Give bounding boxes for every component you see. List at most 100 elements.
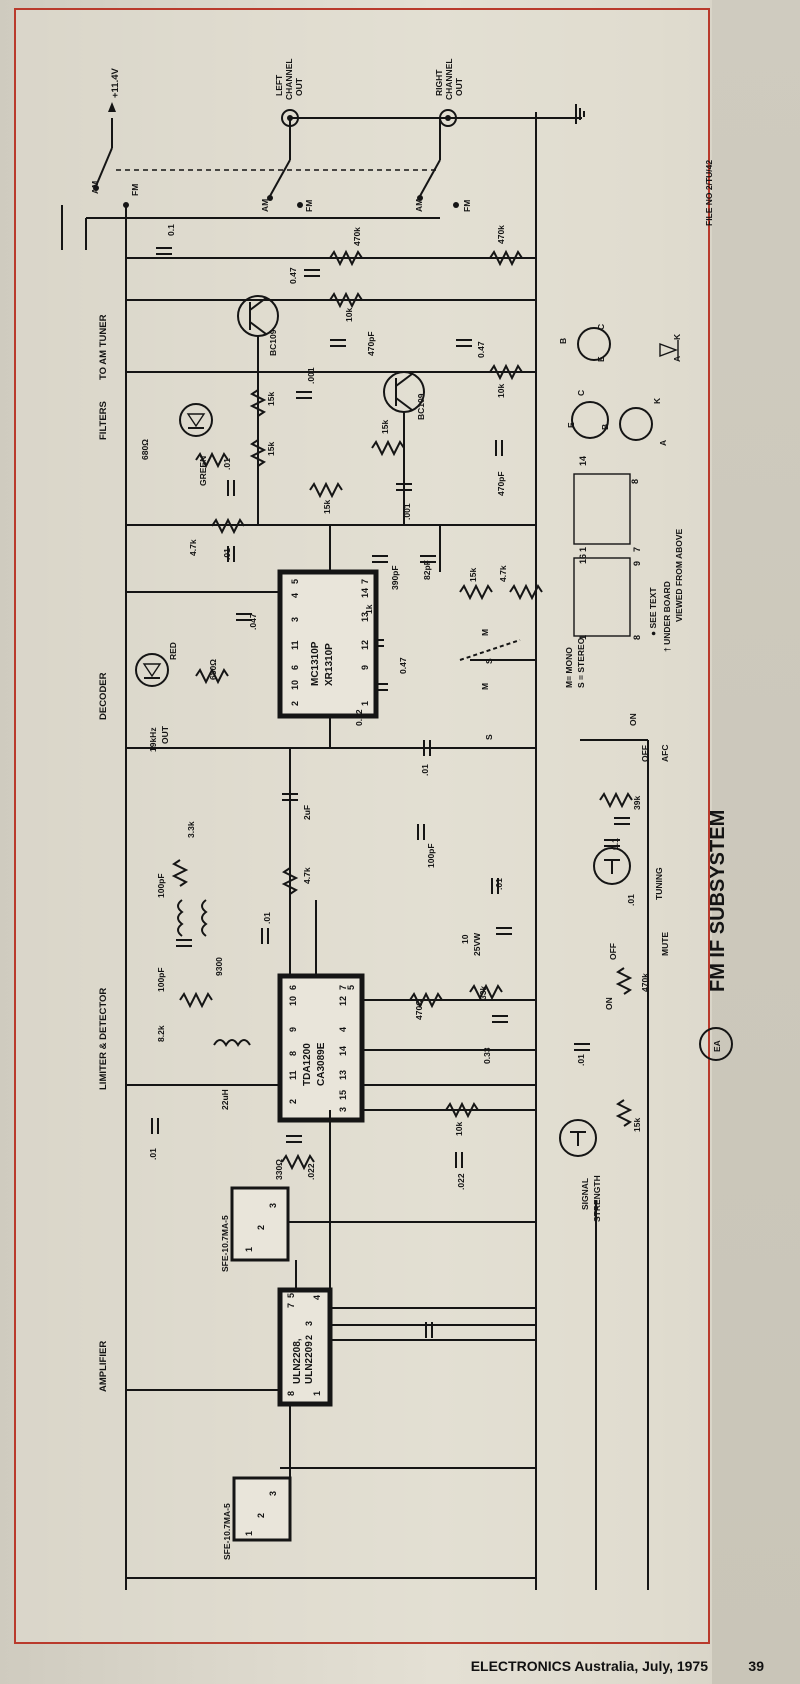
svg-text:3: 3: [268, 1203, 278, 1208]
svg-text:1: 1: [244, 1247, 254, 1252]
svg-text:100pF: 100pF: [156, 873, 166, 898]
tuning-meter: [593, 847, 631, 885]
label-supply: +11.4V: [110, 67, 121, 98]
svg-text:15k: 15k: [468, 568, 478, 582]
filter-name-1: SFE-10.7MA-5: [220, 1215, 230, 1272]
svg-text:330Ω: 330Ω: [274, 1159, 284, 1180]
svg-text:E: E: [566, 422, 576, 428]
red-led: [135, 653, 169, 687]
svg-text:4.7k: 4.7k: [188, 539, 198, 556]
svg-text:2: 2: [304, 1335, 314, 1340]
svg-text:12: 12: [360, 640, 370, 650]
decoder-ic: [277, 569, 379, 719]
svg-text:1: 1: [312, 1391, 322, 1396]
svg-text:STRENGTH: STRENGTH: [592, 1175, 602, 1222]
svg-text:2: 2: [290, 701, 300, 706]
svg-text:4: 4: [338, 1027, 348, 1032]
label-left-out-1: LEFT: [274, 74, 284, 96]
svg-text:4: 4: [290, 593, 300, 598]
svg-text:6: 6: [290, 665, 300, 670]
svg-text:680Ω: 680Ω: [140, 439, 150, 460]
label-right-out-3: OUT: [454, 77, 464, 96]
left-channel-jack: [281, 109, 299, 127]
amplifier-ic-name-1: ULN2208,: [292, 1338, 303, 1384]
diagram-title: FM IF SUBSYSTEM: [707, 810, 729, 992]
svg-text:1: 1: [578, 635, 588, 640]
svg-text:2: 2: [288, 1099, 298, 1104]
svg-text:14: 14: [578, 456, 588, 466]
svg-text:5: 5: [346, 985, 356, 990]
svg-text:15k: 15k: [380, 420, 390, 434]
svg-text:470k: 470k: [496, 225, 506, 244]
svg-text:RED: RED: [168, 642, 178, 660]
svg-text:2: 2: [256, 1513, 266, 1518]
svg-text:100pF: 100pF: [156, 967, 166, 992]
svg-text:15k: 15k: [632, 1118, 642, 1132]
svg-text:10: 10: [460, 934, 470, 944]
svg-text:15k: 15k: [266, 442, 276, 456]
svg-text:B: B: [558, 338, 568, 344]
svg-text:M: M: [480, 683, 490, 690]
svg-text:8: 8: [288, 1051, 298, 1056]
svg-text:OFF: OFF: [608, 943, 618, 960]
svg-text:3.3k: 3.3k: [186, 821, 196, 838]
label-filters: FILTERS: [98, 401, 109, 440]
am-fm-switches: [93, 102, 459, 208]
svg-text:● SEE TEXT: ● SEE TEXT: [648, 587, 658, 636]
svg-text:8.2k: 8.2k: [156, 1025, 166, 1042]
svg-text:14: 14: [360, 588, 370, 598]
svg-text:M: M: [480, 629, 490, 636]
page-footer: ELECTRONICS Australia, July, 1975 39: [0, 1652, 800, 1684]
svg-text:BC109: BC109: [416, 393, 426, 420]
resistors: [171, 249, 633, 1171]
svg-text:B: B: [600, 424, 610, 430]
svg-text:16: 16: [578, 554, 588, 564]
svg-text:1: 1: [360, 701, 370, 706]
svg-text:15k: 15k: [322, 500, 332, 514]
svg-text:.01: .01: [148, 1148, 158, 1160]
svg-text:9: 9: [632, 561, 642, 566]
label-left-out-2: CHANNEL: [284, 58, 294, 100]
svg-text:0.47: 0.47: [398, 657, 408, 674]
svg-text:19kHz: 19kHz: [148, 727, 158, 752]
label-left-out-3: OUT: [294, 77, 304, 96]
svg-text:5: 5: [290, 579, 300, 584]
svg-text:3: 3: [268, 1491, 278, 1496]
svg-text:M= MONO: M= MONO: [564, 647, 574, 688]
svg-text:3: 3: [290, 617, 300, 622]
label-to-am-tuner: TO AM TUNER: [98, 314, 109, 380]
svg-text:S: S: [484, 658, 494, 664]
page-number: 39: [748, 1658, 764, 1674]
svg-text:C: C: [576, 390, 586, 396]
label-right-out-1: RIGHT: [434, 69, 444, 96]
svg-text:8: 8: [286, 1391, 296, 1396]
limiter-ic-name-2: CA3089E: [316, 1042, 327, 1086]
svg-text:2: 2: [256, 1225, 266, 1230]
ceramic-filter-2: [232, 1476, 292, 1542]
svg-text:.01: .01: [576, 1054, 586, 1066]
svg-text:GREEN: GREEN: [198, 456, 208, 486]
svg-text:BC109: BC109: [268, 329, 278, 356]
svg-text:14: 14: [338, 1046, 348, 1056]
svg-text:8: 8: [630, 479, 640, 484]
svg-text:S: S: [484, 734, 494, 740]
svg-text:7: 7: [338, 985, 348, 990]
svg-text:TUNING: TUNING: [654, 867, 664, 900]
svg-text:.01: .01: [494, 878, 504, 890]
adjacent-page-edge: [712, 0, 800, 1684]
ceramic-filter-1: [230, 1186, 290, 1262]
svg-text:† UNDER BOARD: † UNDER BOARD: [662, 581, 672, 652]
amplifier-ic: [277, 1287, 333, 1407]
label-sw-fm-3: FM: [462, 200, 472, 212]
svg-text:.01: .01: [626, 894, 636, 906]
svg-text:1: 1: [578, 547, 588, 552]
svg-text:470pF: 470pF: [366, 331, 376, 356]
svg-text:680Ω: 680Ω: [208, 659, 218, 680]
svg-text:S = STEREO: S = STEREO: [576, 637, 586, 688]
label-sw-fm-2: FM: [304, 200, 314, 212]
svg-text:9: 9: [288, 1027, 298, 1032]
svg-text:22uH: 22uH: [220, 1089, 230, 1110]
schematic-panel: [14, 8, 710, 1644]
